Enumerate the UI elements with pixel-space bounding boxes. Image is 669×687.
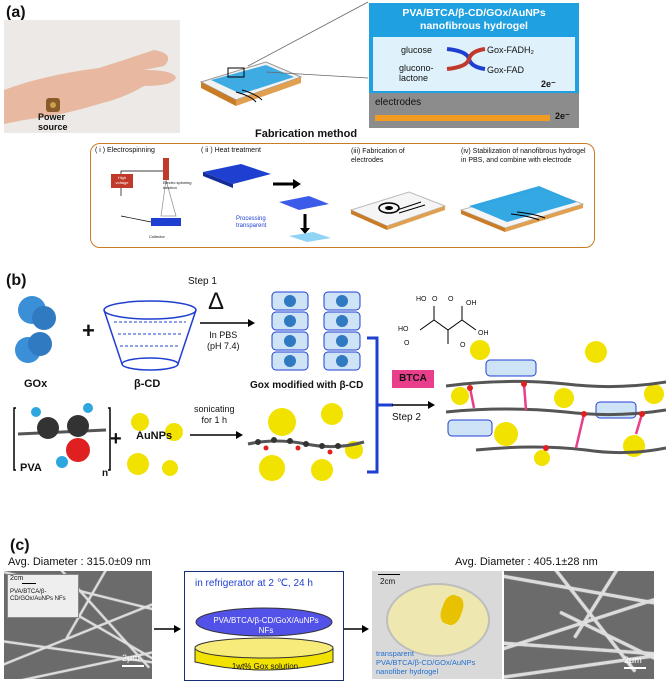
sonicating-label: sonicating for 1 h [194, 404, 235, 425]
wrist-photo: Power source [4, 20, 180, 133]
btca-group-7: OH [478, 330, 489, 337]
scale-label-right: 2μm [624, 655, 642, 665]
step1-arrow [200, 319, 255, 327]
pva-aunp-composite [247, 403, 365, 481]
collector-label: Collector [149, 234, 165, 239]
avg-diameter-left-value: 315.0±09 nm [86, 556, 151, 568]
gox-fad-label: Gox-FAD [487, 65, 525, 75]
disc-label: PVA/BTCA/β-CD/GoX/AuNPs NFs [213, 616, 319, 635]
reaction-arrows [446, 47, 486, 71]
scale-bar-left [122, 665, 144, 667]
stabilization-illustration [459, 186, 585, 232]
soaking-illustration [194, 607, 334, 671]
gox-fadh2-label: Gox-FADH₂ [487, 45, 534, 55]
solution-label: 1wt% Gox solution [231, 662, 299, 671]
high-voltage-box [111, 174, 133, 188]
btca-label: BTCA [399, 373, 427, 384]
plus-sign-1: + [82, 318, 95, 343]
hydrogel-title-1: PVA/BTCA/β-CD/GOx/AuNPs [402, 7, 546, 19]
pva-structure [13, 403, 111, 471]
crosslinked-network [446, 340, 666, 466]
spinning-solution-label: Electro spinning solution [163, 180, 192, 190]
fabrication-box: ( i ) Electrospinning ( ii ) Heat treatm… [90, 143, 595, 248]
panel-label-c: (c) [10, 537, 30, 554]
beta-cd-illustration [103, 300, 197, 371]
high-voltage-label: High voltage [115, 175, 129, 185]
gox-label: GOx [24, 378, 48, 390]
zoom-lines [247, 1, 369, 79]
step-stabilization: (iv) Stabilization of nanofibrous hydrog… [461, 148, 586, 164]
panel-label-a: (a) [6, 4, 26, 21]
gox-modified-label: Gox modified with β-CD [250, 380, 364, 391]
step2-arrow [392, 401, 435, 409]
pva-label: PVA [20, 462, 42, 474]
avg-diameter-right-label: Avg. Diameter : [455, 556, 531, 568]
refrigerator-box: in refrigerator at 2 ℃, 24 h PVA/BTCA/β-… [184, 571, 344, 681]
avg-diameter-left-label: Avg. Diameter : [8, 556, 84, 568]
btca-group-5: HO [398, 326, 409, 333]
btca-group-1: HO [416, 296, 427, 303]
btca-box [392, 370, 434, 388]
in-pbs-label: In PBS (pH 7.4) [207, 330, 240, 351]
btca-group-2: O [432, 296, 438, 303]
btca-group-4: OH [466, 300, 477, 307]
combination-bracket [367, 336, 393, 474]
arm-illustration [4, 50, 176, 124]
inset-scale-bar [22, 583, 36, 584]
avg-diameter-left: Avg. Diameter : 315.0±09 nm [8, 556, 151, 568]
electrodes-label: electrodes [375, 97, 422, 108]
electrode-layer [369, 93, 579, 128]
sem-image-left: 2cm PVA/BTCA/β-CD/GOx/AuNPs NFs 2μm [4, 571, 152, 679]
heat-treatment-illustration [203, 164, 331, 242]
btca-structure [419, 306, 477, 344]
btca-group-8: O [460, 342, 466, 349]
step-electrodes: (iii) Fabrication of electrodes [351, 148, 405, 164]
avg-diameter-right: Avg. Diameter : 405.1±28 nm [455, 556, 598, 568]
step-heat-treatment: ( ii ) Heat treatment [201, 147, 261, 154]
step2-label: Step 2 [392, 412, 421, 423]
photo-caption: transparent PVA/BTCA/β-CD/GOx/AuNPs nano… [376, 649, 476, 676]
gox-protein-illustration [15, 296, 56, 363]
electrode-strip [375, 115, 550, 121]
gluconolactone-label: glucono- lactone [399, 63, 434, 83]
avg-diameter-right-value: 405.1±28 nm [533, 556, 598, 568]
hydrogel-photo: 2cm transparent PVA/BTCA/β-CD/GOx/AuNPs … [372, 571, 502, 679]
plus-sign-2: + [110, 428, 122, 450]
btca-group-3: O [448, 296, 454, 303]
nanofiber-photo-inset: 2cm PVA/BTCA/β-CD/GOx/AuNPs NFs [7, 574, 79, 618]
electron-label-2: 2e⁻ [555, 111, 570, 121]
photo-scale-bar [378, 574, 400, 575]
sonication-arrow [190, 431, 243, 439]
electron-label-1: 2e⁻ [541, 79, 556, 89]
glucose-label: glucose [401, 45, 433, 55]
processing-label: Processing transparent [236, 216, 267, 229]
mechanism-diagram: PVA/BTCA/β-CD/GOx/AuNPs nanofibrous hydr… [369, 3, 579, 128]
aunps-illustration [127, 413, 183, 476]
photo-scale-label: 2cm [380, 577, 396, 586]
gox-modified-illustration [271, 291, 361, 371]
hydrogel-title-2: nanofibrous hydrogel [420, 20, 528, 32]
aunps-label: AuNPs [136, 430, 173, 442]
arrow-c2 [344, 625, 369, 633]
inset-text: PVA/BTCA/β-CD/GOx/AuNPs NFs [10, 589, 66, 602]
pva-n-label: n [102, 468, 109, 479]
panel-label-b: (b) [6, 272, 27, 289]
power-source-label: Power source [38, 112, 68, 132]
fabrication-title: Fabrication method [255, 128, 358, 140]
electrode-fabrication-illustration [349, 191, 447, 230]
delta-symbol: Δ [208, 288, 225, 315]
scale-label-left: 2μm [122, 653, 140, 663]
scale-bar-right [624, 667, 646, 669]
arrow-c1 [154, 625, 181, 633]
btca-group-6: O [404, 340, 410, 347]
inset-scale-label: 2cm [10, 575, 24, 582]
step1-label: Step 1 [188, 276, 217, 287]
step-electrospinning: ( i ) Electrospinning [95, 147, 155, 154]
refrigerator-title: in refrigerator at 2 ℃, 24 h [195, 578, 313, 589]
electrospinning-illustration [120, 158, 181, 226]
beta-cd-label: β-CD [134, 378, 161, 390]
sem-image-right: 2μm [504, 571, 654, 679]
hydrogel-dish [386, 583, 490, 657]
